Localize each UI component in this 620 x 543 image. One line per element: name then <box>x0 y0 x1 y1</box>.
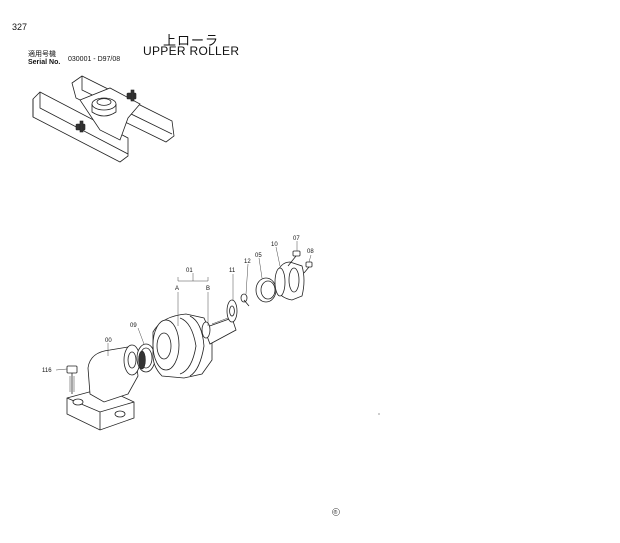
serial-range: 030001 - D97/08 <box>68 56 121 63</box>
bolt-07-part <box>287 250 301 267</box>
roller-marker-rear-icon <box>126 89 137 102</box>
track-frame-overview <box>32 75 175 163</box>
callout-08: 08 <box>307 249 314 255</box>
o-ring-05-part <box>255 277 277 303</box>
callout-05: 05 <box>255 253 262 259</box>
title-japanese: 上ローラ <box>163 33 220 48</box>
roller-marker-front-icon <box>75 120 86 133</box>
serial-label-english: Serial No. <box>28 59 61 66</box>
callout-09: 09 <box>130 323 137 329</box>
page-number: 327 <box>12 22 28 32</box>
stamp-mark: ® <box>334 509 338 516</box>
exploded-view <box>66 250 313 431</box>
callout-labels: 00 01 A B 05 07 08 09 10 11 12 116 <box>42 236 314 374</box>
callout-116: 116 <box>42 368 52 374</box>
speck-mark <box>378 413 380 415</box>
stamp-circle <box>332 508 340 516</box>
cover-10-part <box>274 261 305 301</box>
plug-08-part <box>303 261 313 274</box>
serial-label-japanese: 適用号機 <box>28 51 56 58</box>
seal-09-part <box>136 343 156 373</box>
callout-01: 01 <box>186 268 193 274</box>
callout-07: 07 <box>293 236 300 242</box>
callout-00: 00 <box>105 338 112 344</box>
callout-10: 10 <box>271 242 278 248</box>
title-english: UPPER ROLLER <box>143 44 240 58</box>
roller-body-part <box>152 313 237 379</box>
callout-leaders <box>55 241 312 371</box>
bracket-part <box>66 344 141 431</box>
callout-11: 11 <box>229 268 236 274</box>
plate-11-part <box>226 299 238 323</box>
callout-b: B <box>206 286 210 292</box>
serial-label: 適用号機 Serial No. <box>28 51 60 67</box>
callout-a: A <box>175 286 179 292</box>
bolt-116-part <box>66 365 78 394</box>
callout-12: 12 <box>244 259 251 265</box>
screw-12-part <box>240 293 250 307</box>
